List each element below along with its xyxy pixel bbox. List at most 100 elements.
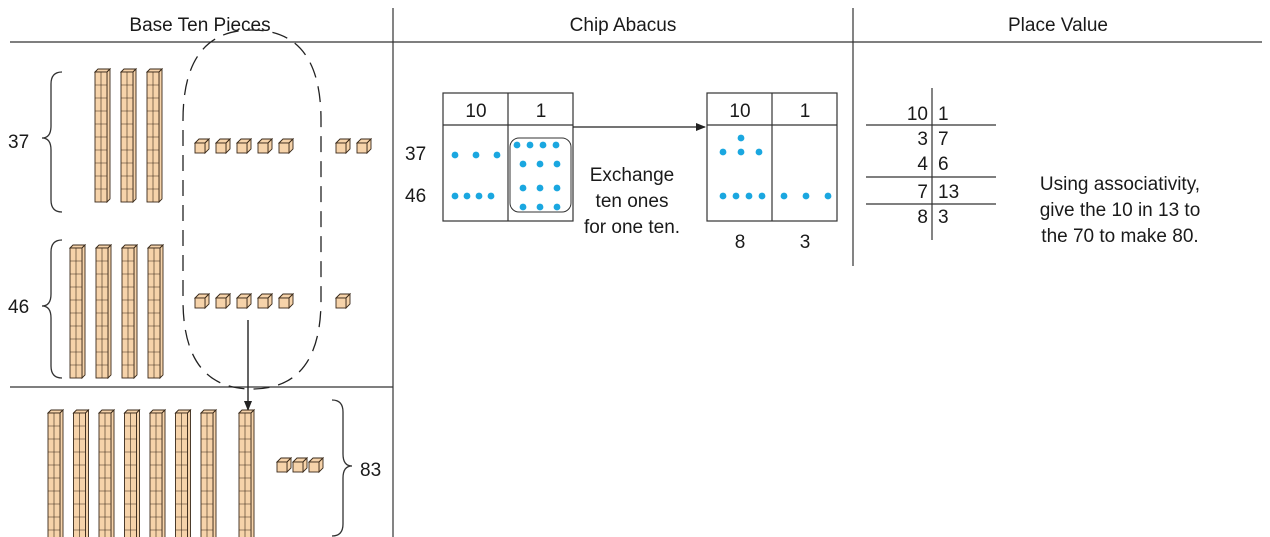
unit-cube (355, 137, 373, 155)
pv-row-46-tens: 4 (917, 154, 928, 175)
abacus-chip (536, 160, 544, 168)
abacus-after (706, 92, 838, 222)
abacus-chip (737, 134, 745, 142)
pv-row-46-ones: 6 (938, 154, 949, 175)
abacus-chip (539, 141, 547, 149)
abacus-chip (553, 184, 561, 192)
abacus-chip (745, 192, 753, 200)
associativity-note-line-1: Using associativity, (1040, 174, 1200, 195)
abacus-chip (451, 192, 459, 200)
ten-rod (145, 67, 164, 204)
base-ten-blocks (46, 67, 373, 537)
abacus-chip (493, 151, 501, 159)
first-addend-label: 37 (8, 132, 29, 153)
pv-row-sum-tens: 7 (917, 182, 928, 203)
abacus-before (442, 92, 574, 222)
pv-row-header-ones: 1 (938, 104, 949, 125)
associativity-note-line-2: give the 10 in 13 to (1040, 200, 1201, 221)
abacus-chip (472, 151, 480, 159)
abacus-chip (553, 160, 561, 168)
pv-row-sum-ones: 13 (938, 182, 959, 203)
abacus-chip (780, 192, 788, 200)
exchange-text-line-2: ten ones (596, 191, 669, 212)
associativity-note-line-3: the 70 to make 80. (1041, 226, 1198, 247)
unit-cube (193, 292, 211, 310)
abacus-chip (536, 184, 544, 192)
ten-rod (123, 408, 141, 537)
abacus-chip (758, 192, 766, 200)
exchange-text-line-3: for one ten. (584, 217, 680, 238)
result-tens-digit: 8 (735, 232, 746, 253)
unit-cube (214, 292, 232, 310)
abacus-chip (755, 148, 763, 156)
abacus-row-label-37: 37 (405, 144, 426, 165)
header-chip-abacus: Chip Abacus (570, 15, 677, 36)
abacus-chips (451, 134, 832, 211)
abacus-chip (719, 192, 727, 200)
ten-rod (72, 408, 90, 537)
abacus-chip (552, 141, 560, 149)
abacus-chip (451, 151, 459, 159)
sum-brace (331, 399, 353, 537)
abacus-before-header-tens: 10 (465, 101, 486, 122)
second-addend-brace (41, 239, 63, 379)
pv-row-header-tens: 10 (907, 104, 928, 125)
abacus-chip (824, 192, 832, 200)
base-ten-panel: 37 46 83 (8, 29, 381, 537)
abacus-chip (526, 141, 534, 149)
ten-rod (68, 243, 87, 380)
first-addend-brace (41, 71, 63, 213)
unit-cube (334, 137, 352, 155)
pv-row-result-tens: 8 (917, 207, 928, 228)
abacus-after-header-tens: 10 (729, 101, 750, 122)
abacus-chip (487, 192, 495, 200)
abacus-chip (536, 203, 544, 211)
unit-cube (277, 137, 295, 155)
second-addend-label: 46 (8, 297, 29, 318)
header-base-ten-pieces: Base Ten Pieces (129, 15, 270, 36)
ten-ones-grouping (509, 137, 572, 213)
ten-rod (119, 67, 138, 204)
abacus-chip (519, 184, 527, 192)
grouping-dashed-oval (182, 29, 322, 390)
ten-rod (237, 408, 256, 537)
abacus-before-header-ones: 1 (536, 101, 547, 122)
pv-row-37-tens: 3 (917, 129, 928, 150)
unit-cube (256, 137, 274, 155)
chip-abacus-panel: 37 46 10 1 Exchange ten ones for one ten… (405, 92, 838, 253)
header-place-value: Place Value (1008, 15, 1108, 36)
unit-cube (307, 456, 325, 474)
ten-rod (93, 67, 112, 204)
abacus-after-header-ones: 1 (800, 101, 811, 122)
unit-cube (235, 137, 253, 155)
unit-cube (334, 292, 352, 310)
ten-rod (97, 408, 116, 537)
ten-rod (146, 243, 165, 380)
unit-cube (275, 456, 293, 474)
exchange-text-line-1: Exchange (590, 165, 675, 186)
abacus-chip (513, 141, 521, 149)
unit-cube (291, 456, 309, 474)
place-value-table-lines (866, 88, 996, 240)
unit-cube (256, 292, 274, 310)
pv-row-37-ones: 7 (938, 129, 949, 150)
abacus-chip (463, 192, 471, 200)
abacus-chip (553, 203, 561, 211)
abacus-chip (475, 192, 483, 200)
ten-rod (199, 408, 218, 537)
braces (41, 71, 353, 537)
result-ones-digit: 3 (800, 232, 811, 253)
unit-cube (235, 292, 253, 310)
sum-label: 83 (360, 460, 381, 481)
ten-rod (148, 408, 167, 537)
unit-cube (214, 137, 232, 155)
abacus-chip (719, 148, 727, 156)
abacus-chip (732, 192, 740, 200)
unit-cube (193, 137, 211, 155)
place-value-panel: 10 1 3 7 4 6 7 13 8 3 Using associativit… (866, 88, 1200, 247)
pv-row-result-ones: 3 (938, 207, 949, 228)
abacus-row-label-46: 46 (405, 186, 426, 207)
unit-cube (277, 292, 295, 310)
ten-rod (46, 408, 65, 537)
